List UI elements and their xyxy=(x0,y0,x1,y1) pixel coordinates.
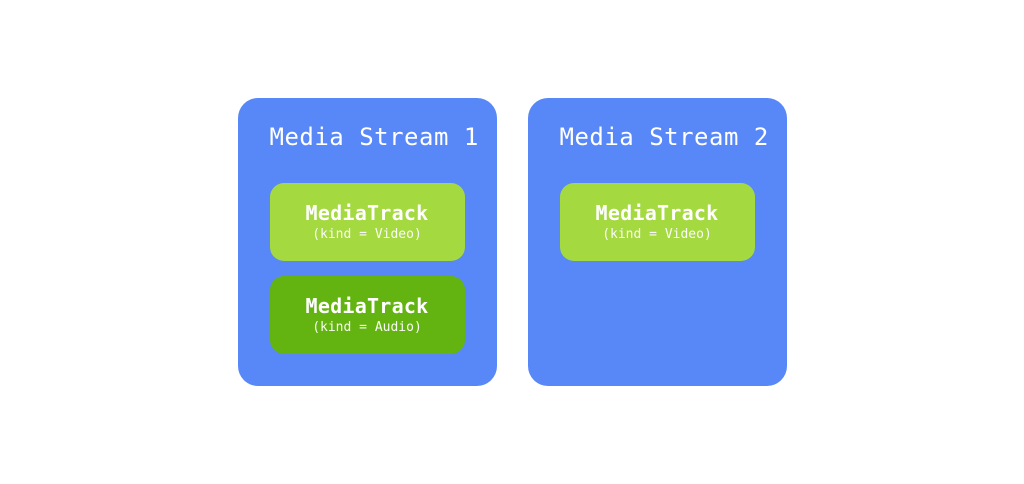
track-name: MediaTrack xyxy=(595,201,719,225)
media-stream-1-card: Media Stream 1 MediaTrack (kind = Video)… xyxy=(237,98,497,386)
track-kind-label: (kind = Video) xyxy=(602,227,712,242)
track-kind-label: (kind = Video) xyxy=(312,227,422,242)
media-stream-2-title: Media Stream 2 xyxy=(559,123,769,151)
track-kind-label: (kind = Audio) xyxy=(312,320,422,335)
track-name: MediaTrack xyxy=(305,201,429,225)
media-stream-1-track-list: MediaTrack (kind = Video) MediaTrack (ki… xyxy=(269,183,465,354)
track-card-video: MediaTrack (kind = Video) xyxy=(269,183,465,261)
media-stream-2-card: Media Stream 2 MediaTrack (kind = Video) xyxy=(527,98,787,386)
track-card-audio: MediaTrack (kind = Audio) xyxy=(269,276,465,354)
media-stream-2-track-list: MediaTrack (kind = Video) xyxy=(559,183,755,261)
media-streams-diagram: Media Stream 1 MediaTrack (kind = Video)… xyxy=(237,98,787,386)
track-name: MediaTrack xyxy=(305,294,429,318)
media-stream-1-title: Media Stream 1 xyxy=(269,123,479,151)
track-card-video: MediaTrack (kind = Video) xyxy=(559,183,755,261)
